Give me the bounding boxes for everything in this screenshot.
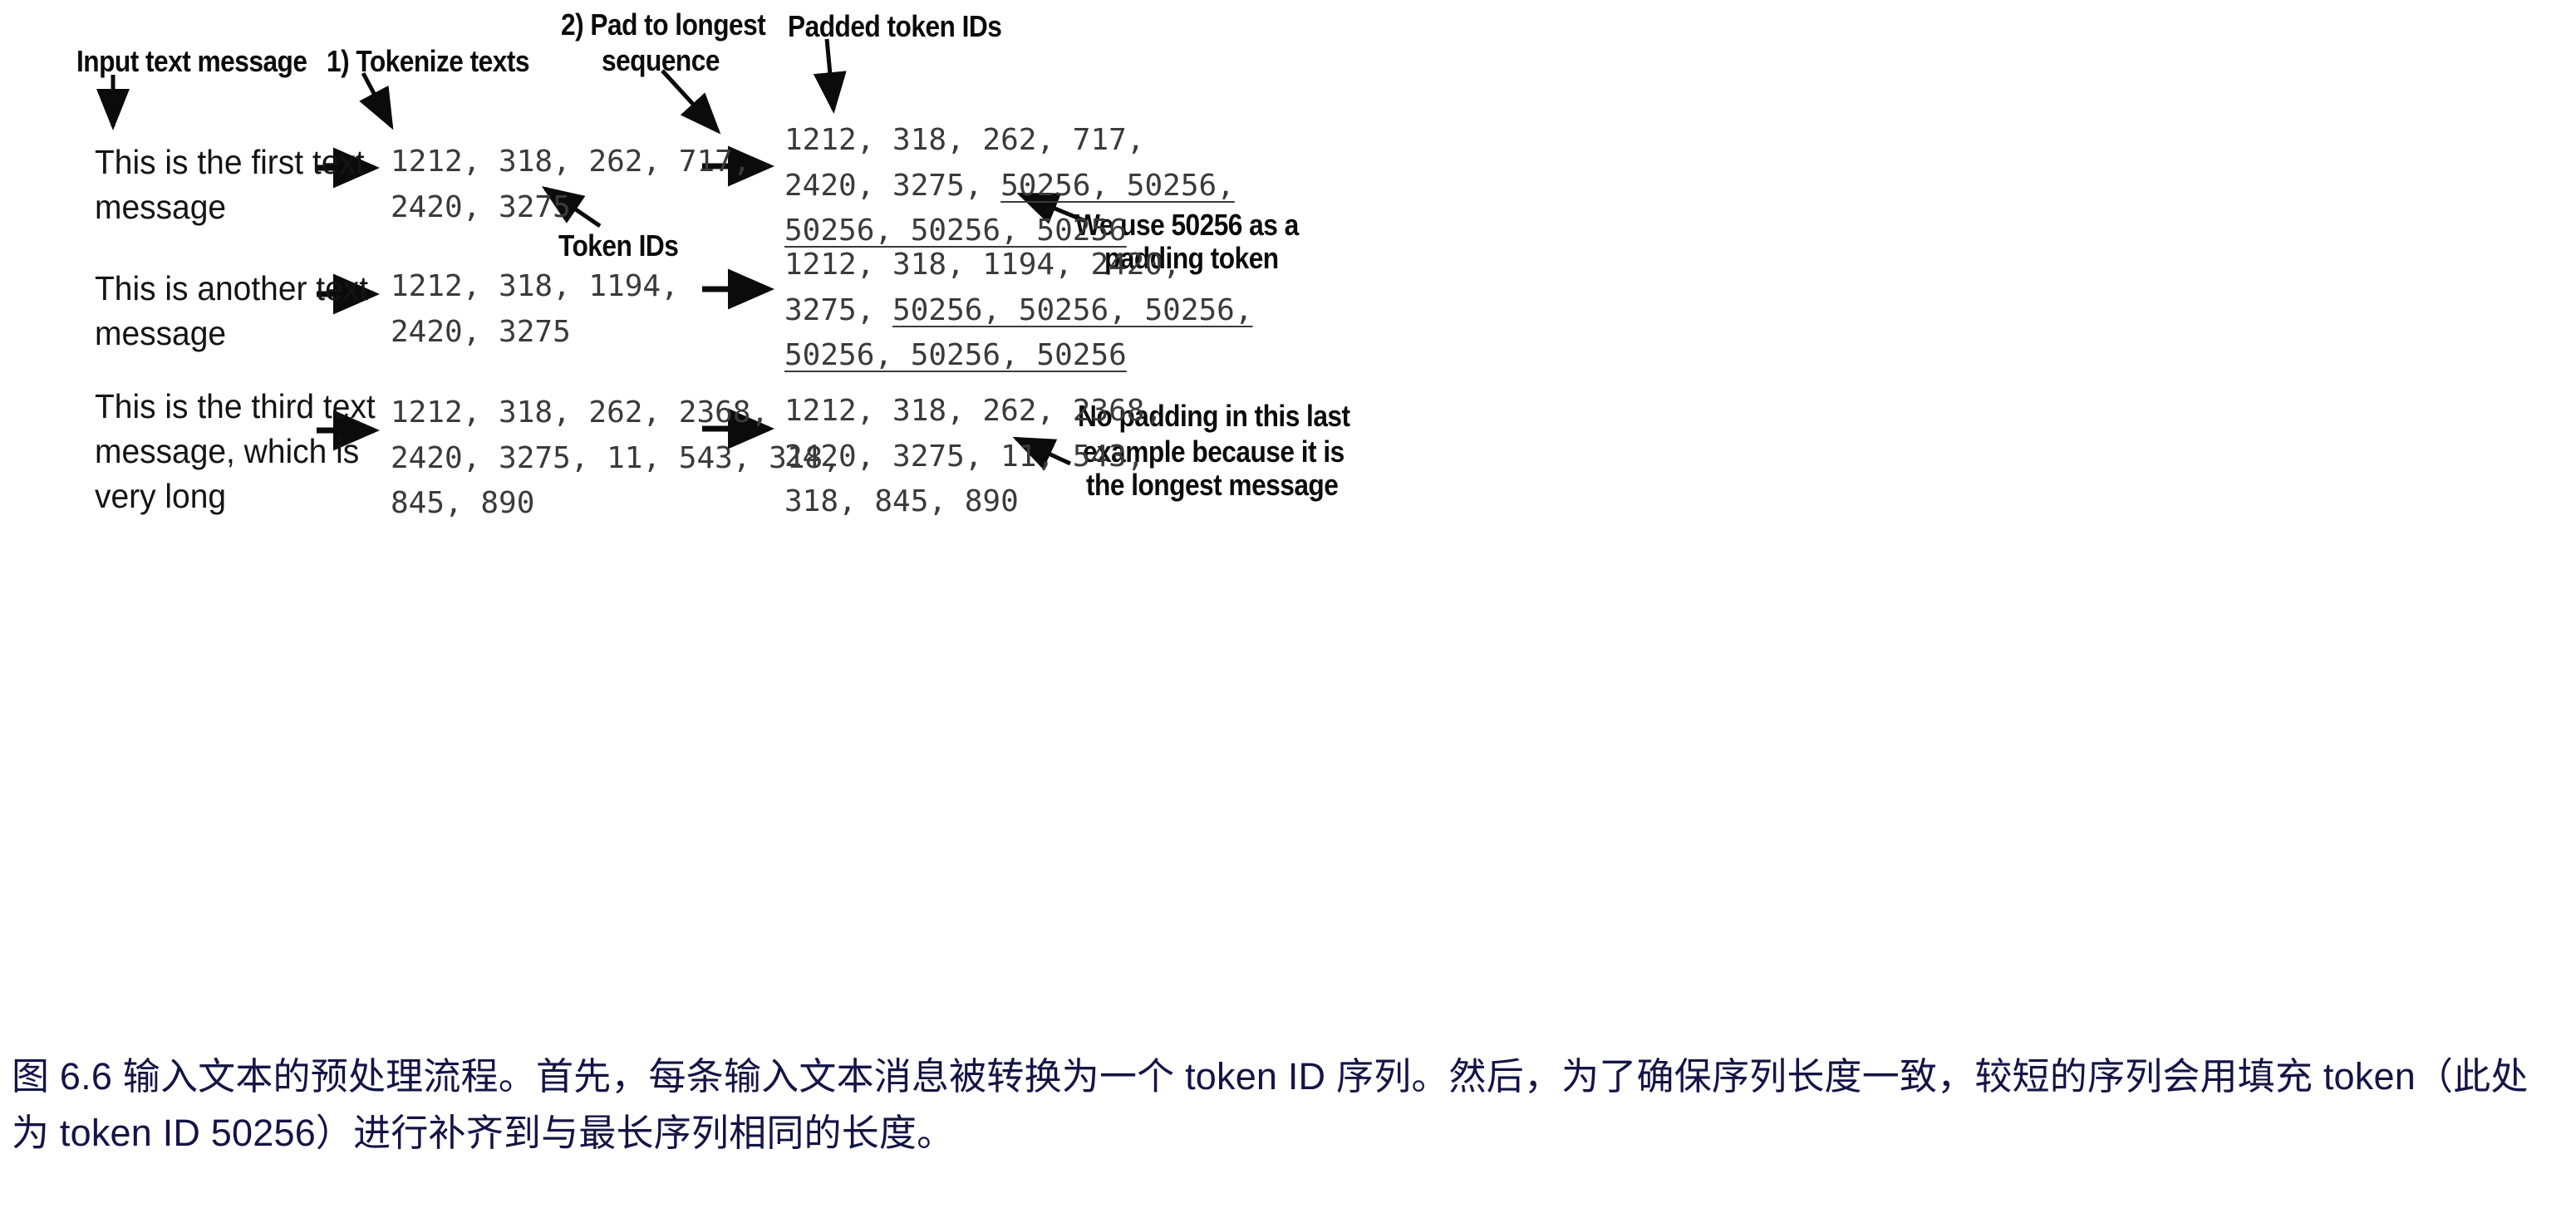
arrow-padded-label-to-block [813,38,847,114]
token-ids-line: 2420, 3275, 11, 543, 318, [391,440,841,475]
token-span: 318, 845, 890 [784,484,1019,519]
token-ids-row-2: 1212, 318, 1194, 2420, 3275 [391,264,679,355]
token-ids-row-1: 1212, 318, 262, 717, 2420, 3275 [391,140,750,230]
padded-token-ids-line: 1212, 318, 1194, 2420, [784,243,1253,288]
input-message-row-1: This is the first text message [95,143,365,227]
label-padded-token-ids: Padded token IDs [788,9,1002,43]
padded-token-ids-row-1: 1212, 318, 262, 717, 2420, 3275, 50256, 5… [784,118,1235,254]
padded-token-ids-line: 318, 845, 890 [784,479,1163,525]
label-pad-to-longest-line1: 2) Pad to longest [561,7,766,42]
label-pad-to-longest-line2: sequence [602,43,720,77]
padded-token-ids-line: 1212, 318, 262, 2368, [784,389,1163,435]
token-span: 2420, 3275, [784,168,1001,203]
label-input-text-message: Input text message [76,44,307,78]
note-no-padding-line3: the longest message [1086,468,1339,502]
padded-token-ids-row-2: 1212, 318, 1194, 2420, 3275, 50256, 50256… [784,243,1253,379]
label-token-ids: Token IDs [558,228,679,263]
padded-token-ids-line: 1212, 318, 262, 717, [784,118,1235,164]
padding-token-span: 50256, 50256, 50256 [784,214,1127,248]
token-ids-line: 2420, 3275 [391,189,571,224]
padded-token-ids-row-3: 1212, 318, 262, 2368, 2420, 3275, 11, 543… [784,389,1163,525]
label-tokenize-texts: 1) Tokenize texts [327,44,529,78]
note-no-padding-line2: example because it is [1083,435,1345,469]
token-ids-line: 845, 890 [391,486,535,521]
token-span: 2420, 3275, 11, 543, [784,439,1145,474]
token-span: 3275, [784,292,893,327]
padded-token-ids-line: 2420, 3275, 11, 543, [784,435,1163,480]
input-message-row-3: This is the third text message, which is… [95,387,376,516]
note-no-padding-line1: No padding in this last [1078,399,1350,433]
padding-token-span: 50256, 50256, 50256, [892,292,1253,327]
figure-caption: 图 6.6 输入文本的预处理流程。首先，每条输入文本消息被转换为一个 token… [12,1055,2529,1155]
token-ids-line: 1212, 318, 262, 717, [391,145,751,179]
padding-token-span: 50256, 50256, [1000,168,1235,203]
token-span: 1212, 318, 1194, 2420, [784,248,1181,282]
token-ids-row-3: 1212, 318, 262, 2368, 2420, 3275, 11, 543… [391,390,841,527]
token-ids-line: 1212, 318, 1194, [391,269,679,303]
padded-token-ids-line: 50256, 50256, 50256 [784,333,1253,379]
padded-token-ids-line: 2420, 3275, 50256, 50256, [784,164,1235,209]
padding-token-span: 50256, 50256, 50256 [784,338,1127,373]
padded-token-ids-line: 3275, 50256, 50256, 50256, [784,288,1253,334]
padded-token-ids-line: 50256, 50256, 50256 [784,209,1235,254]
note-padding-line2: padding token [1104,241,1279,275]
note-padding-line1: We use 50256 as a [1075,208,1299,242]
token-ids-line: 1212, 318, 262, 2368, [391,395,769,430]
token-span: 1212, 318, 262, 2368, [784,394,1163,428]
token-span: 1212, 318, 262, 717, [784,123,1145,157]
token-ids-line: 2420, 3275 [391,314,571,349]
input-message-row-2: This is another text message [95,269,369,353]
